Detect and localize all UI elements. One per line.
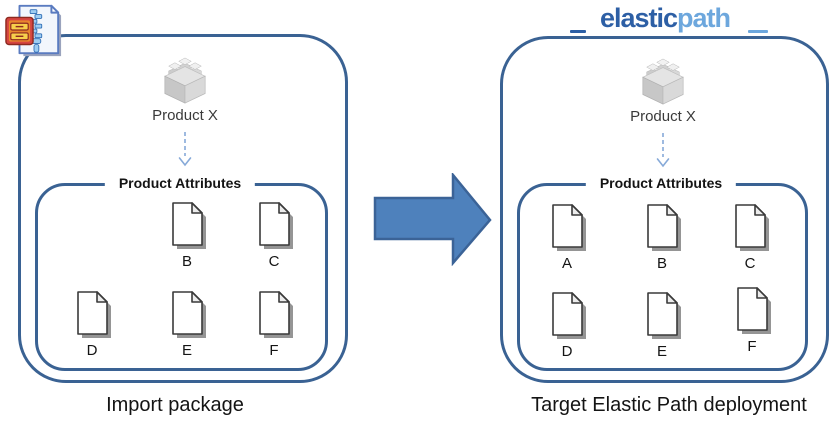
import-package-box xyxy=(18,34,348,383)
attribute-letter: F xyxy=(269,342,279,359)
elasticpath-logo: elasticpath xyxy=(540,4,790,32)
logo-text-path: path xyxy=(677,3,731,33)
attribute-letter: D xyxy=(561,343,573,360)
document-icon xyxy=(551,203,589,253)
logo-underscore-right xyxy=(748,30,768,33)
document-icon xyxy=(734,203,772,253)
document-icon xyxy=(258,201,296,251)
attribute-letter: B xyxy=(181,253,192,270)
document-icon xyxy=(646,203,684,253)
document-icon xyxy=(258,290,296,340)
lego-brick-icon xyxy=(159,57,211,105)
lego-brick-icon xyxy=(637,58,689,106)
logo-underscore-left xyxy=(570,30,586,33)
document-icon xyxy=(551,291,589,341)
down-dashed-arrow-icon xyxy=(176,131,194,167)
attribute-letter: E xyxy=(181,342,192,359)
attribute-doc: B xyxy=(646,203,684,273)
attribute-letter: F xyxy=(747,338,757,355)
attribute-doc: D xyxy=(76,290,114,360)
product-attributes-title: Product Attributes xyxy=(585,174,737,192)
document-icon xyxy=(76,290,114,340)
attribute-doc: E xyxy=(171,290,209,360)
target-deployment-caption: Target Elastic Path deployment xyxy=(531,394,807,416)
attribute-letter: D xyxy=(86,342,98,359)
attribute-doc: B xyxy=(171,201,209,271)
target-deployment-box xyxy=(500,36,829,383)
document-icon xyxy=(646,291,684,341)
document-icon xyxy=(171,290,209,340)
attribute-letter: A xyxy=(561,255,572,272)
attribute-doc: F xyxy=(258,290,296,360)
attribute-letter: E xyxy=(656,343,667,360)
down-dashed-arrow-icon xyxy=(654,132,672,168)
attribute-letter: C xyxy=(268,253,280,270)
product-x-label: Product X xyxy=(630,108,696,125)
attribute-letter: B xyxy=(656,255,667,272)
zip-archive-icon xyxy=(5,1,63,59)
attribute-doc: C xyxy=(734,203,772,273)
product-x-label: Product X xyxy=(152,107,218,124)
attribute-letter: C xyxy=(744,255,756,272)
attribute-doc: E xyxy=(646,291,684,361)
attribute-doc: C xyxy=(258,201,296,271)
document-icon xyxy=(736,286,774,336)
attribute-doc: D xyxy=(551,291,589,361)
right-block-arrow-icon xyxy=(373,173,492,266)
logo-text-elastic: elastic xyxy=(599,3,678,33)
import-package-caption: Import package xyxy=(106,394,244,416)
document-icon xyxy=(171,201,209,251)
product-attributes-title: Product Attributes xyxy=(104,174,256,192)
attribute-doc: F xyxy=(736,286,774,356)
attribute-doc: A xyxy=(551,203,589,273)
